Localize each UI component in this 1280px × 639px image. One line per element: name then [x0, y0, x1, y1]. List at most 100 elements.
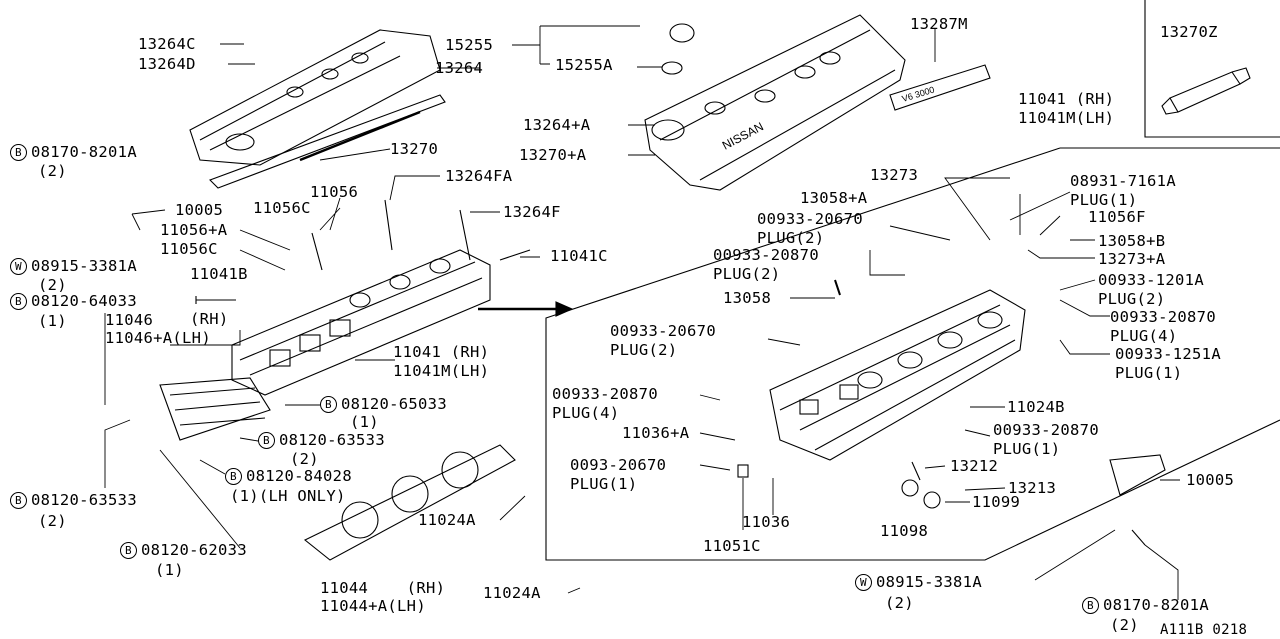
label-00933-20870-d[interactable]: 00933-20870: [993, 421, 1099, 439]
left-bracket-drawing: [159, 377, 271, 441]
v6-plate-text: V6 3000: [901, 85, 936, 104]
label-11041-mid[interactable]: 11041 (RH): [393, 343, 490, 361]
label-13264f[interactable]: 13264F: [503, 203, 561, 221]
nameplate-drawing: [889, 64, 991, 111]
label-08120-62033-text: 08120-62033: [141, 541, 247, 559]
label-13058pb[interactable]: 13058+B: [1098, 232, 1166, 250]
right-rocker-cover-drawing: NISSAN: [644, 14, 906, 191]
label-08915-left-qty: (2): [38, 276, 67, 294]
label-0093-20670[interactable]: 0093-20670: [570, 456, 667, 474]
label-00933-20870-b-plug: PLUG(4): [1110, 327, 1178, 345]
label-13264[interactable]: 13264: [435, 59, 484, 77]
label-08120-64033-qty: (1): [38, 312, 67, 330]
label-08120-63533-b-text: 08120-63533: [31, 491, 137, 509]
label-08120-63533-a-text: 08120-63533: [279, 431, 385, 449]
label-11041m-mid[interactable]: 11041M(LH): [393, 362, 490, 380]
label-13270z[interactable]: 13270Z: [1160, 23, 1218, 41]
label-11041b[interactable]: 11041B: [190, 265, 248, 283]
left-gasket-drawing: [209, 94, 446, 189]
label-13058pa[interactable]: 13058+A: [800, 189, 868, 207]
nissan-logo-text: NISSAN: [720, 119, 766, 152]
label-13273[interactable]: 13273: [870, 166, 919, 184]
label-11041m-top[interactable]: 11041M(LH): [1018, 109, 1115, 127]
label-00933-20870-c[interactable]: 00933-20870: [552, 385, 658, 403]
right-cylinder-head-drawing: [769, 289, 1026, 461]
label-11041-top[interactable]: 11041 (RH): [1018, 90, 1115, 108]
label-11044[interactable]: 11044 (RH): [320, 579, 446, 597]
bolt-marker: B: [320, 396, 337, 413]
label-00933-1201a-plug: PLUG(2): [1098, 290, 1166, 308]
label-00933-20670-a[interactable]: 00933-20670: [757, 210, 863, 228]
bolt-marker: B: [10, 492, 27, 509]
bolt-marker: B: [225, 468, 242, 485]
label-00933-1251a-plug: PLUG(1): [1115, 364, 1183, 382]
label-11036pa[interactable]: 11036+A: [622, 424, 690, 442]
label-08120-84028-qty: (1)(LH ONLY): [230, 487, 346, 505]
head-gasket-drawing: [303, 444, 516, 561]
label-11044pa[interactable]: 11044+A(LH): [320, 597, 426, 615]
label-08120-65033-text: 08120-65033: [341, 395, 447, 413]
label-08120-63533-a-qty: (2): [290, 450, 319, 468]
label-11056f[interactable]: 11056F: [1088, 208, 1146, 226]
label-11046[interactable]: 11046: [105, 311, 154, 329]
label-08170-right-qty: (2): [1110, 616, 1139, 634]
label-10005-left[interactable]: 10005: [175, 201, 224, 219]
left-cylinder-head-drawing: [231, 249, 491, 396]
label-13287m[interactable]: 13287M: [910, 15, 968, 33]
label-15255a[interactable]: 15255A: [555, 56, 613, 74]
label-11056c-b[interactable]: 11056C: [160, 240, 218, 258]
label-00933-20870-b[interactable]: 00933-20870: [1110, 308, 1216, 326]
label-13264c[interactable]: 13264C: [138, 35, 196, 53]
label-00933-20870-c-plug: PLUG(4): [552, 404, 620, 422]
label-11051c[interactable]: 11051C: [703, 537, 761, 555]
washer-marker: W: [855, 574, 872, 591]
label-08931[interactable]: 08931-7161A: [1070, 172, 1176, 190]
label-13058[interactable]: 13058: [723, 289, 772, 307]
inset-frame: [1144, 0, 1280, 138]
label-15255[interactable]: 15255: [445, 36, 494, 54]
label-11041c[interactable]: 11041C: [550, 247, 608, 265]
label-00933-1201a[interactable]: 00933-1201A: [1098, 271, 1204, 289]
label-13270[interactable]: 13270: [390, 140, 439, 158]
label-11024a-b[interactable]: 11024A: [483, 584, 541, 602]
label-13264d[interactable]: 13264D: [138, 55, 196, 73]
label-13213[interactable]: 13213: [1008, 479, 1057, 497]
left-rocker-cover-drawing: [189, 29, 441, 166]
label-13273pa[interactable]: 13273+A: [1098, 250, 1166, 268]
diagram-code: A111B 0218: [1160, 622, 1248, 638]
label-08915-right-text: 08915-3381A: [876, 573, 982, 591]
detail-frame: [545, 147, 1280, 561]
label-11056[interactable]: 11056: [310, 183, 359, 201]
label-11024a-a[interactable]: 11024A: [418, 511, 476, 529]
label-13264fa[interactable]: 13264FA: [445, 167, 513, 185]
label-11056pa[interactable]: 11056+A: [160, 221, 228, 239]
label-13264pa[interactable]: 13264+A: [523, 116, 591, 134]
label-11024b[interactable]: 11024B: [1007, 398, 1065, 416]
label-08170-text: 08170-8201A: [31, 143, 137, 161]
label-11099[interactable]: 11099: [972, 493, 1021, 511]
washer-marker: W: [10, 258, 27, 275]
label-13270pa[interactable]: 13270+A: [519, 146, 587, 164]
label-00933-20670-b-plug: PLUG(2): [610, 341, 678, 359]
label-08915-text: 08915-3381A: [31, 257, 137, 275]
label-00933-20670-b[interactable]: 00933-20670: [610, 322, 716, 340]
label-00933-20870-a[interactable]: 00933-20870: [713, 246, 819, 264]
label-11046pa[interactable]: 11046+A(LH): [105, 329, 211, 347]
label-13212[interactable]: 13212: [950, 457, 999, 475]
label-11056c-a[interactable]: 11056C: [253, 199, 311, 217]
label-11098[interactable]: 11098: [880, 522, 929, 540]
label-10005-right[interactable]: 10005: [1186, 471, 1235, 489]
label-00933-1251a[interactable]: 00933-1251A: [1115, 345, 1221, 363]
label-11036[interactable]: 11036: [742, 513, 791, 531]
